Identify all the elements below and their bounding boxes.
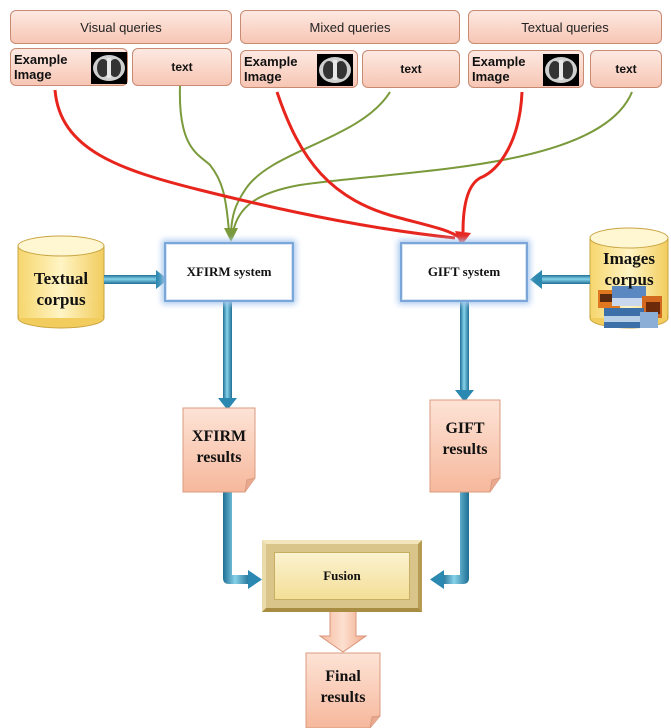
arrowhead-gift-image bbox=[455, 231, 471, 246]
example-image-label: Example Image bbox=[14, 52, 68, 82]
mixed-text: text bbox=[362, 50, 460, 88]
gift-system-box: GIFT system bbox=[400, 242, 528, 302]
pipe-xfirm-results-to-fusion bbox=[223, 488, 250, 584]
arrowhead-images-to-gift bbox=[530, 270, 542, 289]
gift-results-label: GIFT results bbox=[442, 420, 488, 458]
arrow-fusion-to-final bbox=[318, 607, 368, 653]
flow-mixed-image-to-gift bbox=[275, 91, 461, 240]
visual-example-image: Example Image bbox=[10, 48, 128, 86]
fusion-inner: Fusion bbox=[274, 552, 410, 600]
query-header-label: Textual queries bbox=[521, 19, 609, 35]
textual-example-image: Example Image bbox=[468, 50, 584, 88]
xfirm-system-label: XFIRM system bbox=[186, 264, 272, 279]
text-label: text bbox=[615, 62, 637, 76]
arrowhead-fusion-right bbox=[430, 570, 444, 589]
textual-corpus-db bbox=[17, 235, 105, 329]
ct-scan-thumbnail bbox=[91, 52, 127, 84]
flow-visual-text-to-xfirm bbox=[178, 85, 230, 233]
flow-textual-image-to-gift bbox=[461, 91, 524, 233]
ct-scan-thumbnail bbox=[317, 54, 353, 86]
xfirm-results-label: XFIRM results bbox=[191, 428, 247, 466]
textual-text: text bbox=[590, 50, 662, 88]
example-image-label: Example Image bbox=[244, 54, 298, 84]
example-image-label: Example Image bbox=[472, 54, 526, 84]
arrowhead-xfirm-results bbox=[218, 398, 237, 410]
arrowhead-xfirm-text bbox=[224, 228, 238, 242]
fusion-label: Fusion bbox=[323, 568, 361, 583]
pipe-xfirm-to-results bbox=[223, 302, 232, 398]
text-label: text bbox=[400, 62, 422, 76]
pipe-gift-results-to-fusion bbox=[442, 488, 469, 584]
images-collage bbox=[598, 286, 662, 328]
arrowhead-fusion-left bbox=[248, 570, 262, 589]
arrowhead-gift-results bbox=[455, 390, 474, 402]
flow-mixed-text-to-xfirm bbox=[230, 91, 391, 233]
textual-corpus-label: Textual corpus bbox=[33, 269, 89, 309]
arrowhead-textual-to-xfirm bbox=[156, 270, 168, 289]
flow-textual-text-to-xfirm bbox=[232, 91, 633, 233]
pipe-gift-to-results bbox=[460, 302, 469, 390]
visual-text: text bbox=[132, 48, 232, 86]
query-header-visual: Visual queries bbox=[10, 10, 232, 44]
query-header-textual: Textual queries bbox=[468, 10, 662, 44]
flow-visual-image-to-gift bbox=[53, 89, 456, 240]
query-header-label: Mixed queries bbox=[309, 19, 391, 35]
text-label: text bbox=[171, 60, 193, 74]
pipe-images-to-gift bbox=[542, 275, 590, 284]
xfirm-system-box: XFIRM system bbox=[164, 242, 294, 302]
fusion-box: Fusion bbox=[262, 540, 422, 612]
query-header-mixed: Mixed queries bbox=[240, 10, 460, 44]
query-header-label: Visual queries bbox=[80, 19, 162, 35]
pipe-textual-to-xfirm bbox=[104, 275, 156, 284]
mixed-example-image: Example Image bbox=[240, 50, 358, 88]
images-corpus-label: Images corpus bbox=[603, 249, 655, 289]
gift-system-label: GIFT system bbox=[427, 264, 501, 279]
ct-scan-thumbnail bbox=[543, 54, 579, 86]
final-results-label: Final results bbox=[320, 668, 366, 706]
